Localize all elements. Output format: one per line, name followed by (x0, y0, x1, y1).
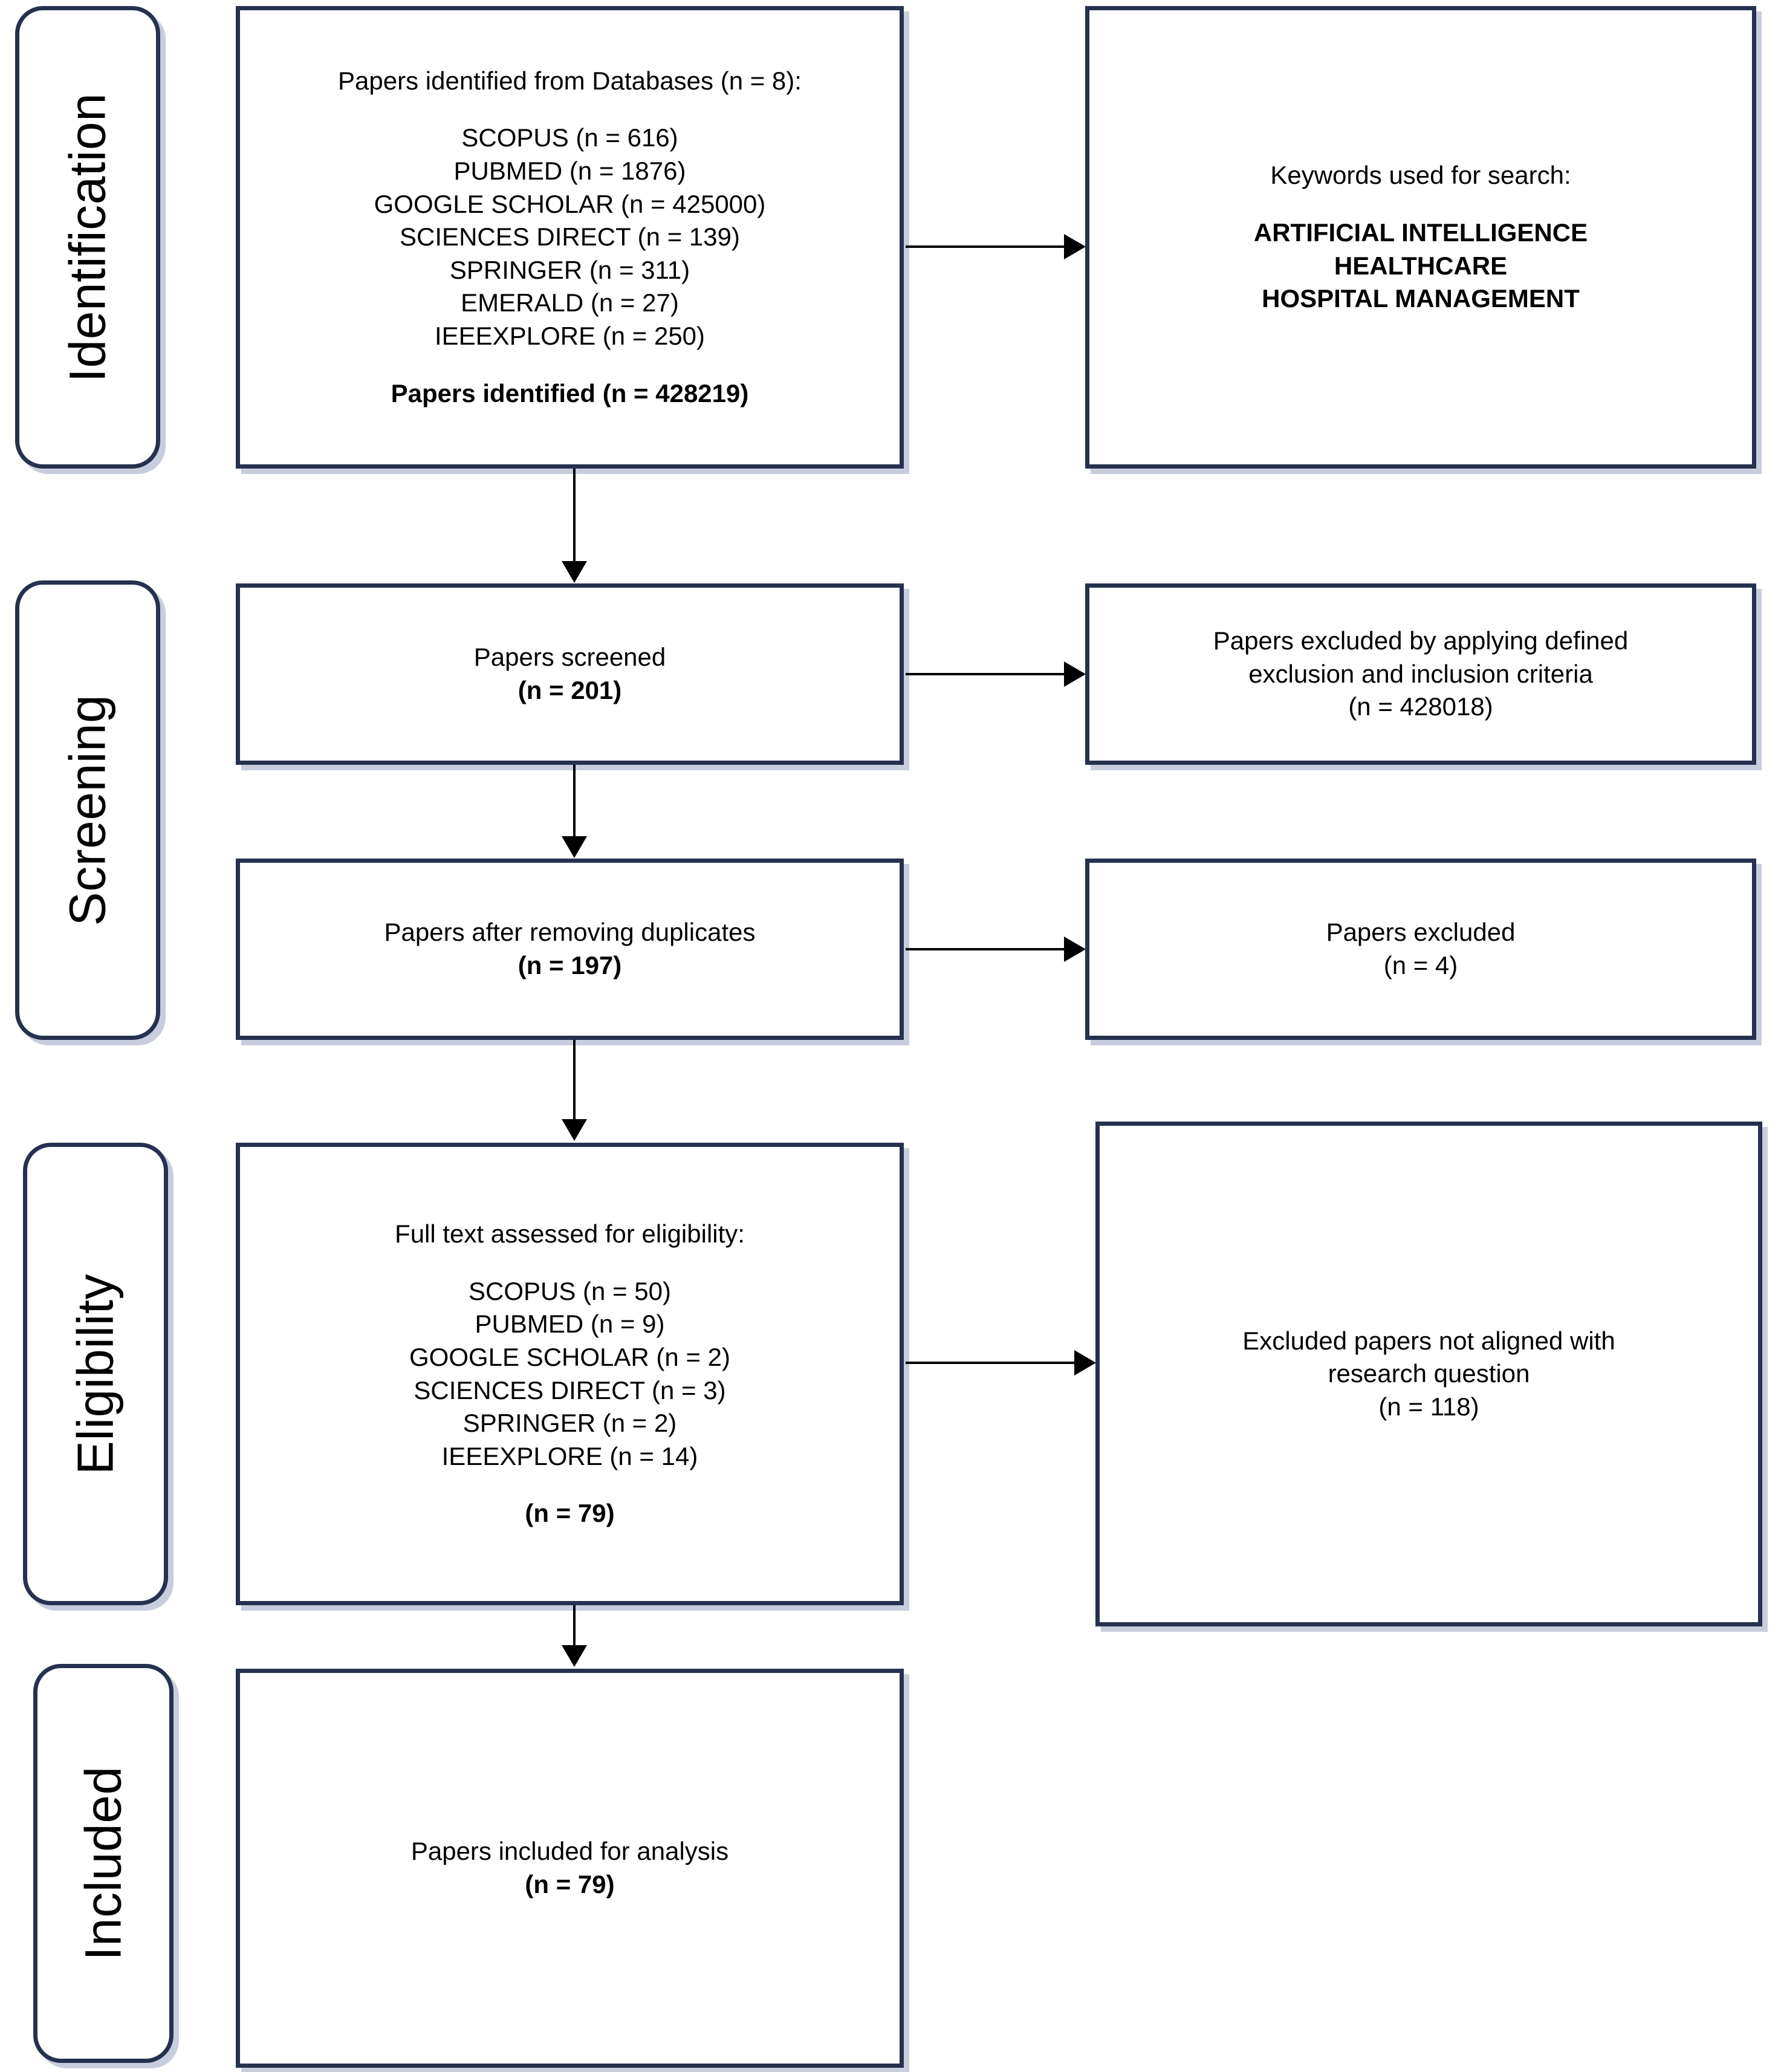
stage-label-eligibility-text: Eligibility (67, 1273, 124, 1475)
source-item-google-scholar: GOOGLE SCHOLAR (n = 425000) (374, 189, 766, 218)
box-papers-excluded-criteria-content: Papers excluded by applying defined excl… (1089, 625, 1752, 724)
sources-heading: Papers identified from Databases (n = 8)… (338, 66, 802, 95)
arrow-fulltext-to-included-line (573, 1605, 576, 1646)
arrow-identification-to-screened-head (562, 561, 587, 583)
box-papers-excluded-duplicates-content: Papers excluded (n = 4) (1089, 916, 1752, 982)
source-item-pubmed: PUBMED (n = 1876) (453, 157, 686, 186)
eligible-source-sciences-direct: SCIENCES DIRECT (n = 3) (414, 1375, 726, 1405)
excluded-not-aligned-line2: research question (1328, 1359, 1530, 1388)
excluded-not-aligned-count: (n = 118) (1378, 1392, 1479, 1421)
arrow-identification-to-keywords-line (906, 245, 1066, 248)
arrow-duplicates-to-fulltext-line (573, 1040, 576, 1120)
spacer (256, 1473, 884, 1497)
spacer (1105, 192, 1736, 216)
eligible-source-springer: SPRINGER (n = 2) (462, 1409, 677, 1438)
spacer (256, 353, 884, 377)
arrow-duplicates-to-excluded-head (1064, 937, 1086, 962)
box-papers-after-duplicates-content: Papers after removing duplicates (n = 19… (240, 916, 900, 982)
spacer (256, 1251, 884, 1275)
box-papers-included: Papers included for analysis (n = 79) (236, 1669, 904, 2068)
spacer (256, 97, 884, 122)
arrow-screened-to-excluded-line (906, 673, 1066, 675)
arrow-screened-to-duplicates-line (573, 765, 576, 837)
box-papers-screened: Papers screened (n = 201) (236, 583, 904, 765)
excluded-not-aligned-line1: Excluded papers not aligned with (1242, 1326, 1615, 1355)
papers-screened-count: (n = 201) (517, 676, 622, 704)
stage-label-screening: Screening (15, 580, 160, 1040)
box-papers-excluded-criteria: Papers excluded by applying defined excl… (1085, 583, 1756, 765)
arrow-duplicates-to-excluded-line (906, 948, 1066, 950)
box-papers-screened-content: Papers screened (n = 201) (240, 641, 900, 707)
box-excluded-not-aligned-content: Excluded papers not aligned with researc… (1100, 1325, 1758, 1424)
arrow-identification-to-screened-line (573, 469, 576, 562)
papers-screened-label: Papers screened (473, 643, 666, 672)
box-excluded-not-aligned: Excluded papers not aligned with researc… (1095, 1122, 1762, 1626)
full-text-total: (n = 79) (525, 1499, 615, 1528)
source-item-ieeexplore: IEEEXPLORE (n = 250) (434, 321, 706, 350)
eligible-source-google-scholar: GOOGLE SCHOLAR (n = 2) (409, 1342, 730, 1371)
box-papers-after-duplicates: Papers after removing duplicates (n = 19… (236, 859, 904, 1040)
box-full-text-assessed-content: Full text assessed for eligibility: SCOP… (240, 1218, 900, 1530)
papers-after-duplicates-count: (n = 197) (517, 951, 622, 979)
eligible-source-ieeexplore: IEEEXPLORE (n = 14) (441, 1441, 698, 1470)
box-papers-identified-sources-content: Papers identified from Databases (n = 8)… (240, 65, 900, 410)
source-item-sciences-direct: SCIENCES DIRECT (n = 139) (400, 222, 740, 252)
source-item-emerald: EMERALD (n = 27) (461, 288, 679, 317)
source-item-scopus: SCOPUS (n = 616) (461, 123, 678, 152)
box-full-text-assessed: Full text assessed for eligibility: SCOP… (236, 1143, 904, 1605)
arrow-identification-to-keywords-head (1064, 234, 1086, 259)
papers-excluded-duplicates-label: Papers excluded (1326, 918, 1516, 947)
papers-excluded-criteria-line1: Papers excluded by applying defined (1213, 626, 1629, 655)
papers-identified-total: Papers identified (n = 428219) (391, 378, 749, 408)
source-item-springer: SPRINGER (n = 311) (449, 255, 690, 284)
stage-label-included: Included (33, 1664, 174, 2063)
box-keywords: Keywords used for search: ARTIFICIAL INT… (1085, 6, 1756, 469)
papers-excluded-criteria-line2: exclusion and inclusion criteria (1248, 659, 1593, 688)
keyword-healthcare: HEALTHCARE (1334, 251, 1508, 280)
arrow-fulltext-to-excluded-line (906, 1362, 1076, 1364)
papers-included-label: Papers included for analysis (410, 1837, 729, 1866)
box-papers-included-content: Papers included for analysis (n = 79) (240, 1835, 900, 1901)
full-text-heading: Full text assessed for eligibility: (395, 1219, 745, 1249)
arrow-screened-to-excluded-head (1064, 661, 1086, 687)
papers-excluded-criteria-count: (n = 428018) (1348, 692, 1493, 721)
stage-label-eligibility: Eligibility (23, 1143, 168, 1605)
papers-after-duplicates-label: Papers after removing duplicates (384, 918, 756, 947)
arrow-fulltext-to-excluded-head (1074, 1350, 1096, 1375)
papers-included-count: (n = 79) (525, 1870, 615, 1898)
box-keywords-content: Keywords used for search: ARTIFICIAL INT… (1089, 159, 1752, 315)
papers-excluded-duplicates-count: (n = 4) (1383, 951, 1458, 979)
stage-label-identification-text: Identification (59, 93, 116, 382)
box-papers-identified-sources: Papers identified from Databases (n = 8)… (236, 6, 904, 469)
arrow-duplicates-to-fulltext-head (562, 1119, 587, 1141)
keyword-hospital-management: HOSPITAL MANAGEMENT (1262, 284, 1580, 313)
arrow-screened-to-duplicates-head (562, 836, 587, 858)
keyword-artificial-intelligence: ARTIFICIAL INTELLIGENCE (1253, 218, 1588, 247)
stage-label-identification: Identification (15, 6, 160, 469)
stage-label-included-text: Included (74, 1766, 132, 1961)
eligible-source-pubmed: PUBMED (n = 9) (475, 1310, 665, 1339)
stage-label-screening-text: Screening (59, 694, 116, 926)
box-papers-excluded-duplicates: Papers excluded (n = 4) (1085, 859, 1756, 1040)
arrow-fulltext-to-included-head (562, 1645, 587, 1667)
keywords-heading: Keywords used for search: (1270, 161, 1571, 190)
eligible-source-scopus: SCOPUS (n = 50) (469, 1276, 671, 1305)
